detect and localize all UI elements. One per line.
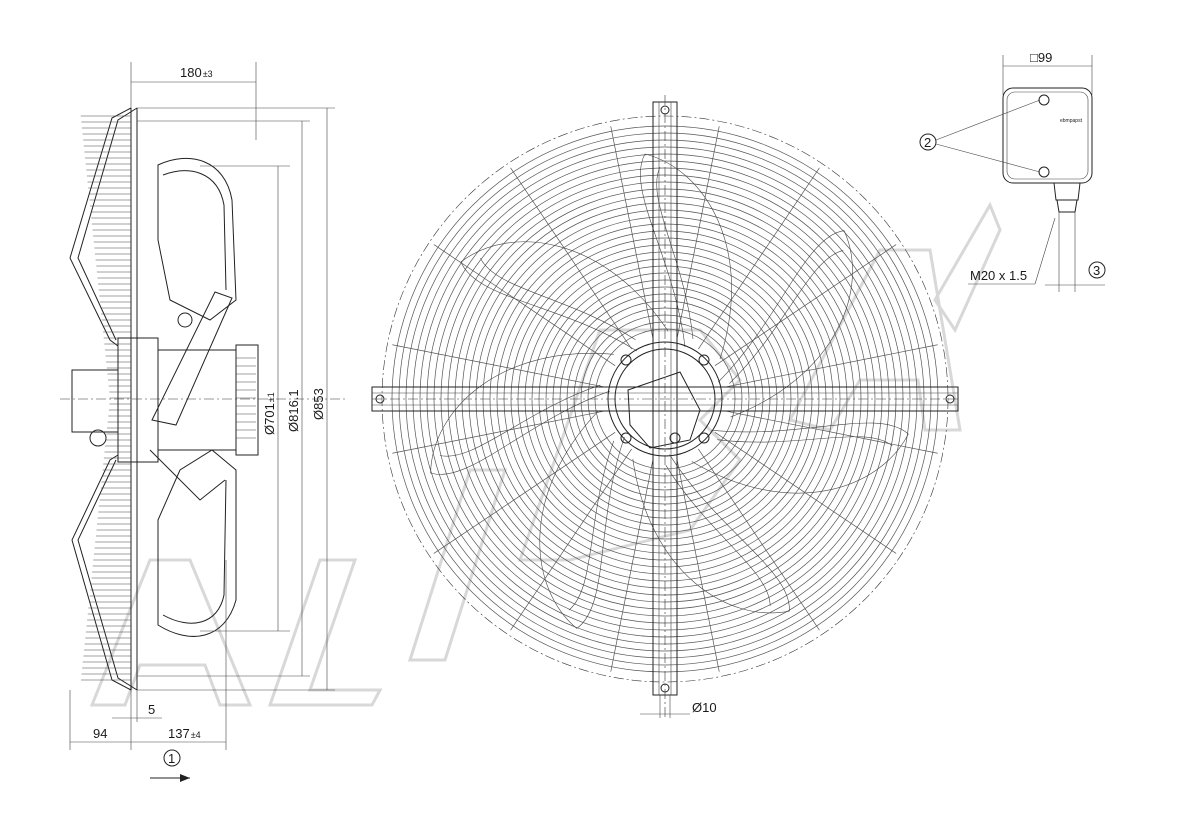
hub-fins [236, 357, 256, 439]
guard-spoke [714, 432, 897, 554]
brand-label: ebmpapst [1060, 118, 1083, 124]
fan-blade [717, 230, 853, 418]
cable-gland [1053, 182, 1081, 201]
hub-terminal-box [627, 371, 701, 449]
guard-spoke [723, 344, 938, 388]
diameter-853-label: Ø853 [311, 388, 326, 420]
guard-spoke [433, 432, 616, 554]
guard-spoke [714, 244, 897, 366]
blade-upper [157, 157, 237, 321]
guard-spoke [433, 244, 616, 366]
front-view: Ø10 [371, 95, 959, 720]
guard-hatching [80, 115, 131, 681]
hub-cap [235, 344, 259, 456]
guard-spoke [510, 167, 632, 350]
fan-blade [632, 454, 790, 614]
guard-spoke [698, 448, 820, 631]
guard-spoke [392, 344, 607, 388]
guard-spoke [510, 448, 632, 631]
callout-2-label: 2 [924, 135, 931, 150]
box-size-label: □99 [1030, 50, 1052, 65]
fan-blades [430, 153, 909, 629]
motor-flange [117, 337, 159, 463]
width-137-label: 137±4 [168, 726, 201, 741]
fan-blade [460, 241, 669, 352]
width-94-label: 94 [93, 726, 107, 741]
depth-dimension: 180±3 [180, 65, 213, 80]
hole-diameter-label: Ø10 [692, 700, 717, 715]
fan-blade [430, 353, 614, 475]
motor-rotor [71, 369, 119, 433]
fan-blade [691, 422, 909, 494]
guard-spoke [610, 126, 654, 341]
fan-blade [539, 410, 625, 629]
terminal-box-body [1002, 87, 1093, 184]
side-view: 180±3 Ø701±1 Ø816.1 Ø853 5 94 137±4 1 [60, 62, 345, 782]
callout-3-circle [1088, 261, 1106, 279]
thread-label: M20 x 1.5 [970, 268, 1027, 283]
guard-spoke [698, 167, 820, 350]
diameter-816-label: Ø816.1 [286, 389, 301, 432]
callout-1-circle [163, 749, 181, 767]
guard-spokes [392, 126, 938, 672]
terminal-box-view: □99 ebmpapst 2 M20 x 1.5 3 [919, 50, 1106, 292]
offset-5-label: 5 [148, 702, 155, 717]
callout-1-label: 1 [168, 751, 175, 766]
fan-blade [640, 153, 732, 360]
guard-spoke [676, 457, 720, 672]
blade-lower [157, 449, 237, 637]
callout-2-circle [919, 133, 937, 151]
guard-spoke [610, 457, 654, 672]
guard-spoke [676, 126, 720, 341]
callout-3-label: 3 [1093, 263, 1100, 278]
guard-spoke [723, 410, 938, 454]
diameter-701-label: Ø701±1 [262, 392, 277, 435]
guard-spoke [392, 410, 607, 454]
